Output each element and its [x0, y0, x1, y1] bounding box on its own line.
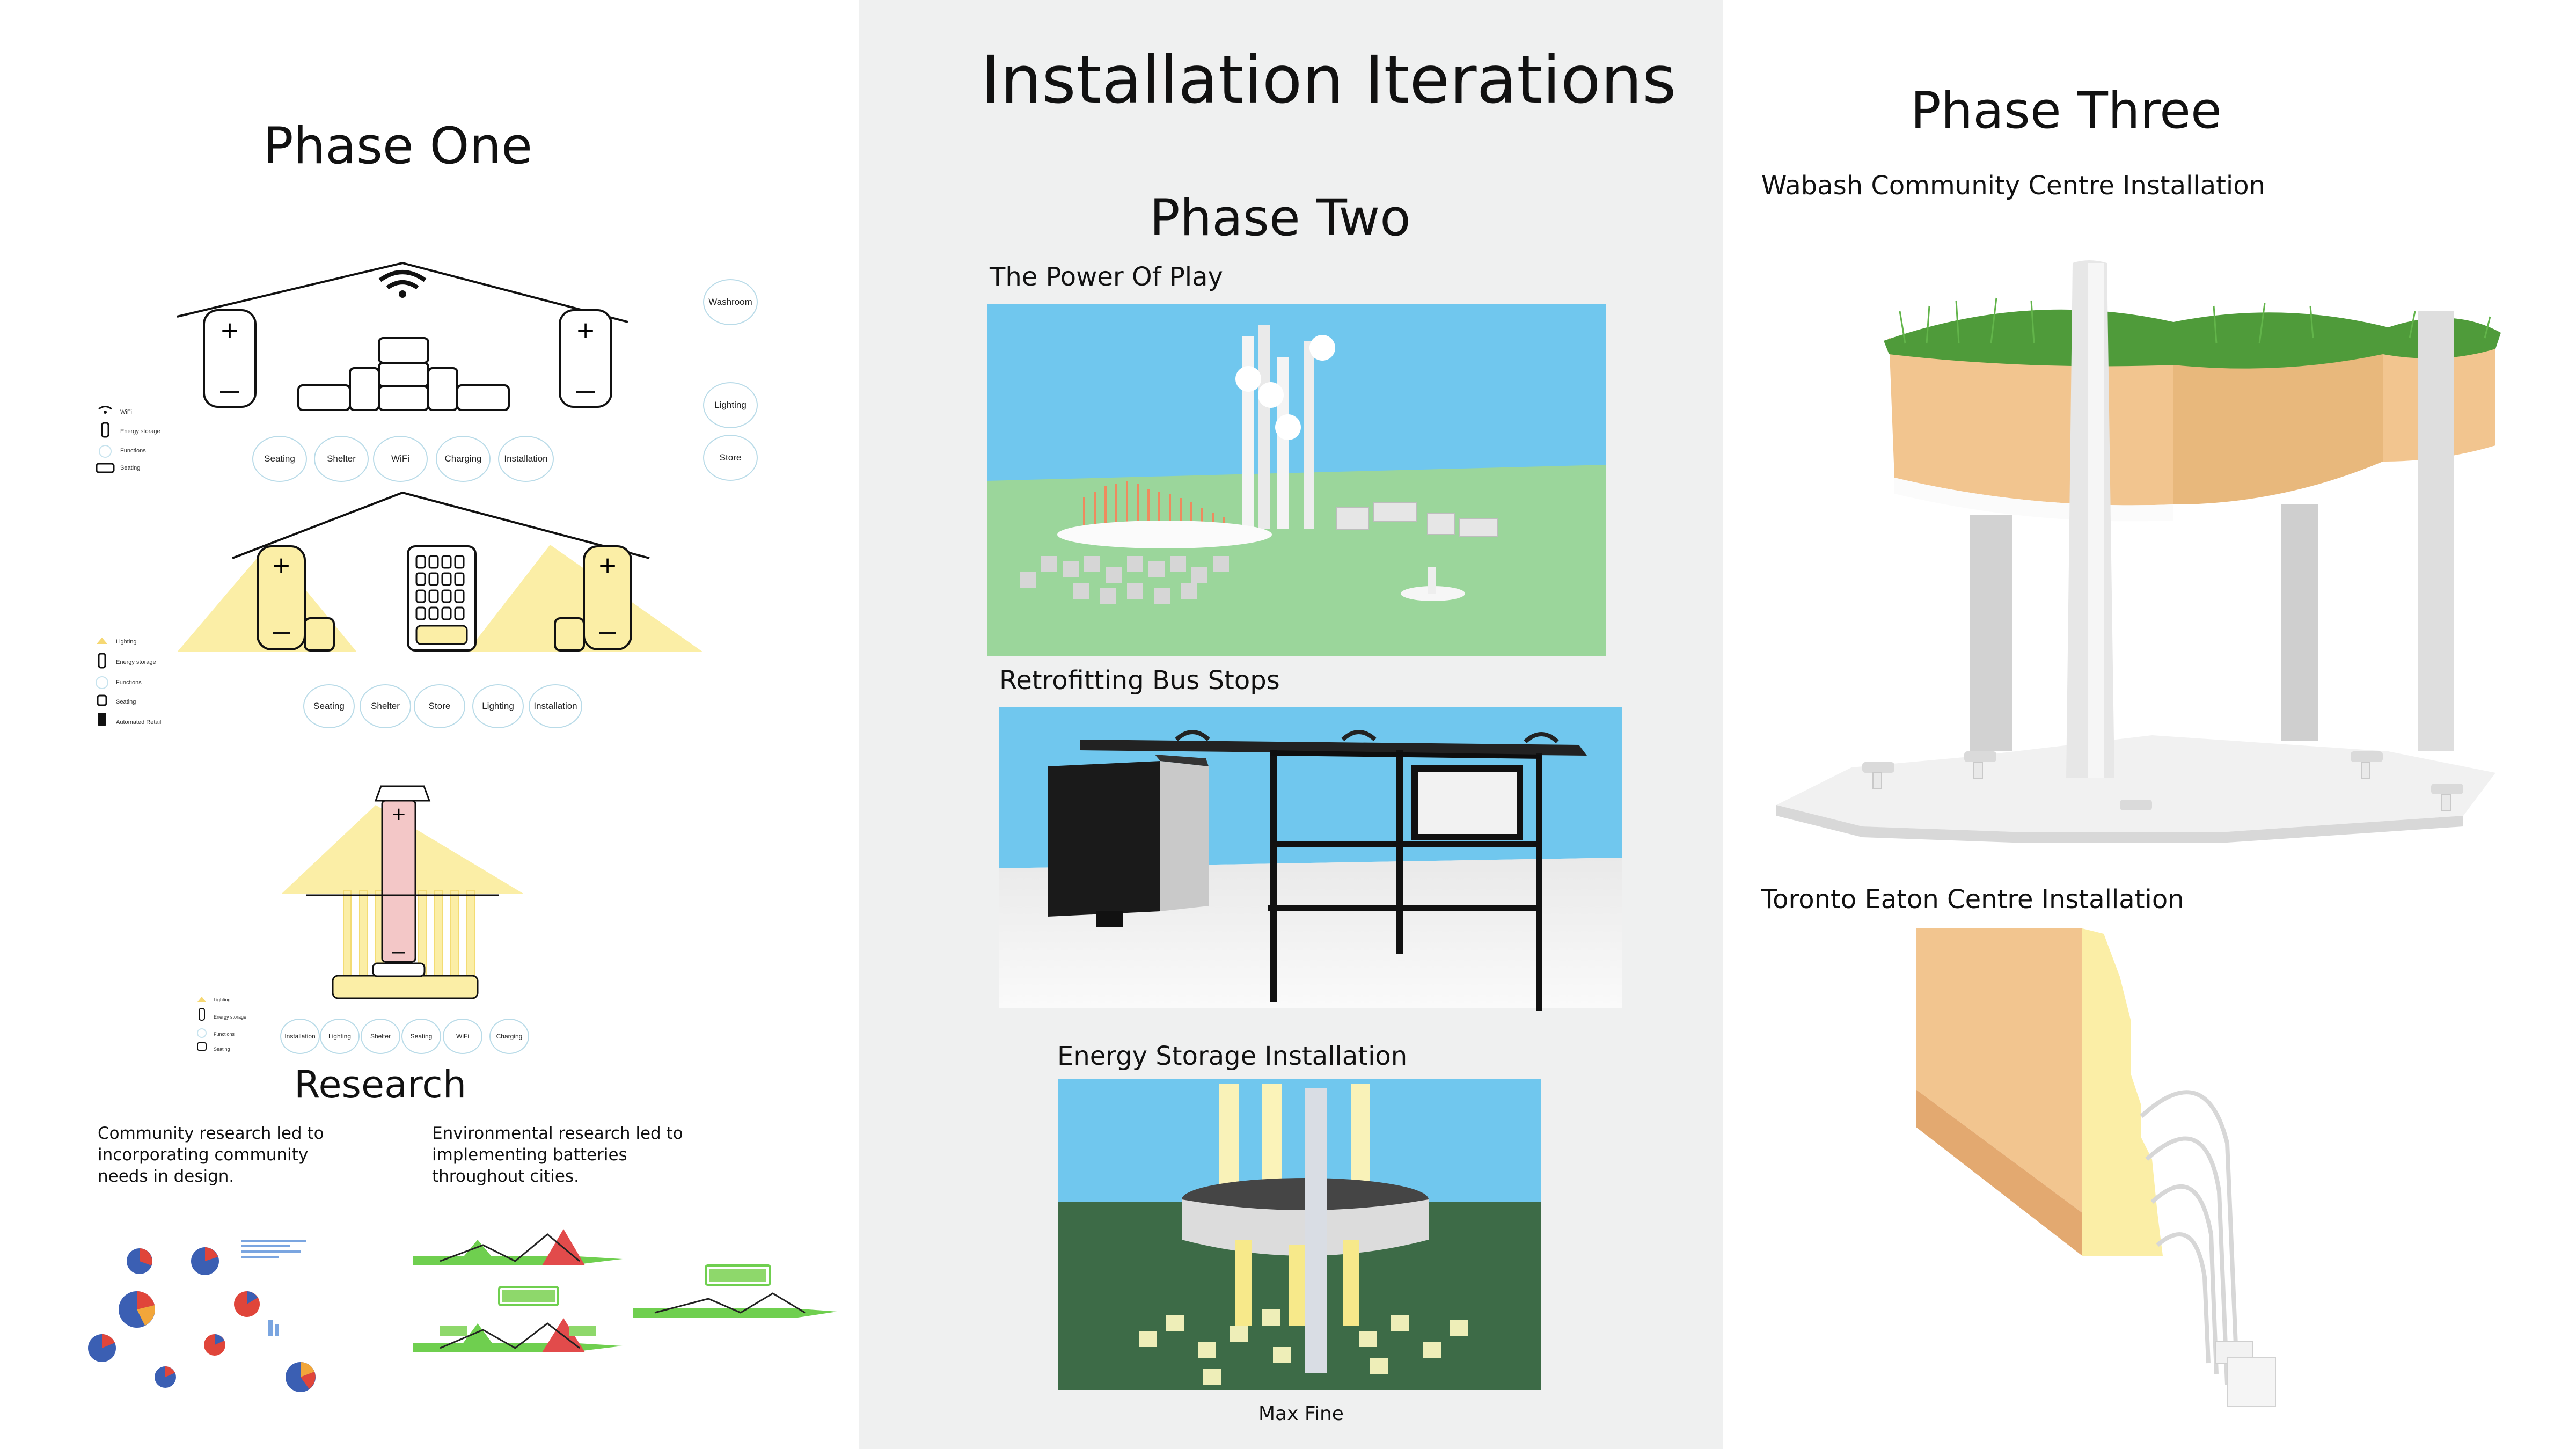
bus-stop-render [999, 707, 1622, 1011]
legend-3-lighting: Lighting [214, 997, 231, 1002]
bubble-installation-2: Installation [529, 684, 582, 728]
caption-eaton-centre: Toronto Eaton Centre Installation [1761, 884, 2184, 914]
wabash-render [1776, 260, 2501, 843]
legend-2-seating: Seating [116, 699, 136, 705]
bubble-shelter-2: Shelter [360, 684, 411, 728]
legend-1-energy: Energy storage [120, 428, 160, 435]
legend-2-energy: Energy storage [116, 659, 156, 665]
seating-blocks [297, 337, 510, 411]
eaton-centre-render [1916, 928, 2276, 1407]
research-pie-charts [88, 1240, 316, 1392]
energy-storage-render [1058, 1079, 1541, 1390]
wifi-icon [378, 270, 427, 298]
research-text-right: Environmental research led to implementi… [432, 1124, 683, 1186]
svg-text:+: + [598, 552, 618, 579]
bubble-installation: Installation [498, 436, 554, 482]
phase-one-column: Phase One + + Washroom Lighting Store Se… [0, 0, 859, 1449]
battery-right [559, 309, 612, 408]
phase-one-diagram-1: + + [177, 261, 628, 411]
bubble-washroom: Washroom [703, 279, 758, 325]
bubble-wifi: WiFi [373, 436, 428, 482]
power-of-play-render [987, 304, 1606, 656]
svg-text:+: + [272, 552, 291, 579]
research-title: Research [294, 1063, 467, 1107]
phase-one-diagram-3: + [282, 785, 523, 999]
bubble-lighting: Lighting [703, 382, 758, 428]
legend-3-icons [197, 997, 207, 1051]
legend-1-functions: Functions [120, 448, 146, 454]
legend-1-icons [96, 406, 115, 473]
phase-one-title: Phase One [263, 117, 532, 175]
page-title: Installation Iterations [981, 42, 1677, 118]
legend-3-seating: Seating [214, 1046, 230, 1052]
automated-retail-unit [407, 545, 477, 652]
legend-1-wifi: WiFi [120, 409, 132, 415]
caption-wabash: Wabash Community Centre Installation [1761, 171, 2266, 201]
bubble-store-2: Store [414, 684, 465, 728]
phase-three-column: Phase Three Wabash Community Centre Inst… [1723, 0, 2576, 1449]
phase-three-title: Phase Three [1911, 82, 2222, 140]
svg-text:+: + [391, 803, 407, 825]
legend-3-functions: Functions [214, 1031, 235, 1037]
legend-2-icons [96, 638, 108, 726]
bubble-seating-3: Seating [401, 1019, 441, 1054]
bubble-charging-3: Charging [489, 1019, 529, 1054]
phase-two-title: Phase Two [1150, 189, 1411, 247]
legend-2-functions: Functions [116, 679, 142, 686]
research-text-left: Community research led to incorporating … [98, 1124, 324, 1186]
caption-bus-stops: Retrofitting Bus Stops [999, 665, 1280, 696]
legend-2-retail: Automated Retail [116, 719, 162, 726]
bubble-seating: Seating [252, 436, 307, 482]
bubble-installation-3: Installation [280, 1019, 320, 1054]
phase-one-diagram-2: + + [177, 491, 703, 652]
research-battery-diagrams [413, 1229, 837, 1352]
bubble-shelter-3: Shelter [361, 1019, 400, 1054]
battery-left [203, 309, 257, 408]
bubble-seating-2: Seating [303, 684, 355, 728]
svg-text:+: + [220, 317, 240, 344]
bubble-shelter: Shelter [314, 436, 369, 482]
phase-two-column: Installation Iterations Phase Two The Po… [859, 0, 1723, 1449]
legend-2-lighting: Lighting [116, 639, 137, 645]
legend-3-energy: Energy storage [214, 1014, 247, 1020]
caption-energy-storage: Energy Storage Installation [1057, 1041, 1408, 1071]
bubble-charging: Charging [436, 436, 491, 482]
author-name: Max Fine [1258, 1403, 1344, 1425]
bubble-lighting-2: Lighting [472, 684, 524, 728]
bubble-wifi-3: WiFi [443, 1019, 482, 1054]
caption-power-of-play: The Power Of Play [990, 262, 1223, 292]
bubble-store: Store [703, 435, 758, 481]
bubble-lighting-3: Lighting [320, 1019, 360, 1054]
legend-1-seating: Seating [120, 465, 141, 471]
svg-text:+: + [576, 317, 596, 344]
